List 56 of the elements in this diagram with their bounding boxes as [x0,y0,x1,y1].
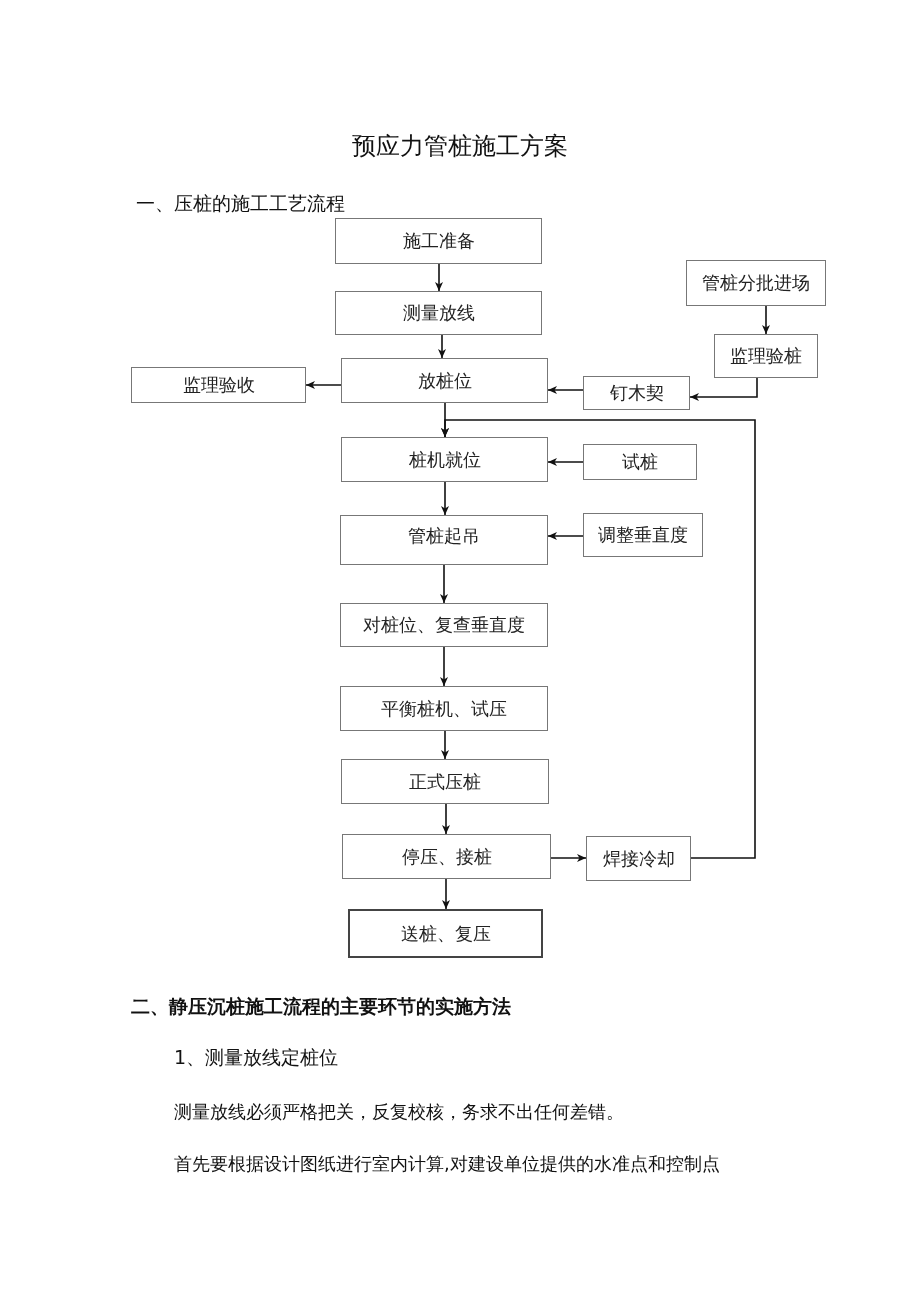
box-label: 焊接冷却 [602,846,675,871]
arrow [762,305,770,335]
subsection-heading: 1、测量放线定桩位 [174,1045,339,1070]
box-label: 钉木契 [609,381,664,405]
process-box [342,834,551,879]
arrow [441,419,756,859]
process-box [686,260,826,306]
process-box [583,513,703,557]
process-box [340,686,548,731]
process-box [583,376,690,410]
box-label: 监理验收 [182,373,255,397]
arrow [440,564,448,604]
process-box [341,759,549,804]
box-label: 管桩起吊 [408,524,480,548]
box-label: 监理验桩 [730,344,802,368]
section-heading: 二、静压沉桩施工流程的主要环节的实施方法 [131,994,511,1019]
arrow [441,481,449,516]
arrow [440,646,448,687]
process-box [340,603,548,647]
box-label: 桩机就位 [408,447,481,472]
arrow [305,381,342,389]
process-box [714,334,818,378]
arrow [442,803,450,835]
process-box [341,437,548,482]
box-label: 试桩 [622,450,658,474]
box-label: 平衡桩机、试压 [381,696,507,721]
box-label: 测量放线 [402,301,475,325]
box-label: 正式压桩 [409,769,481,794]
process-box [341,358,548,403]
process-box [335,218,542,264]
box-label: 对桩位、复查垂直度 [363,613,525,637]
section-heading: 一、压桩的施工工艺流程 [136,191,345,216]
page-title: 预应力管桩施工方案 [351,131,569,162]
arrow [550,854,587,862]
box-label: 停压、接桩 [401,844,492,869]
arrow [689,377,758,401]
arrow [435,263,443,292]
arrow [547,386,584,394]
process-box [583,444,697,480]
arrow [547,532,584,540]
box-label: 管桩分批进场 [702,271,810,295]
process-box [335,291,542,335]
arrow [442,878,450,910]
arrow [438,334,446,359]
process-box [586,836,691,881]
box-label: 送桩、复压 [400,921,491,946]
arrow [441,730,449,760]
process-box [348,909,543,958]
process-box [131,367,306,403]
process-box [340,515,548,565]
arrow [547,458,584,466]
body-text: 首先要根据设计图纸进行室内计算,对建设单位提供的水准点和控制点 [174,1152,720,1176]
box-label: 放桩位 [417,368,472,393]
body-text: 测量放线必须严格把关，反复校核，务求不出任何差错。 [174,1100,624,1124]
box-label: 施工准备 [402,229,475,253]
box-label: 调整垂直度 [598,523,688,547]
